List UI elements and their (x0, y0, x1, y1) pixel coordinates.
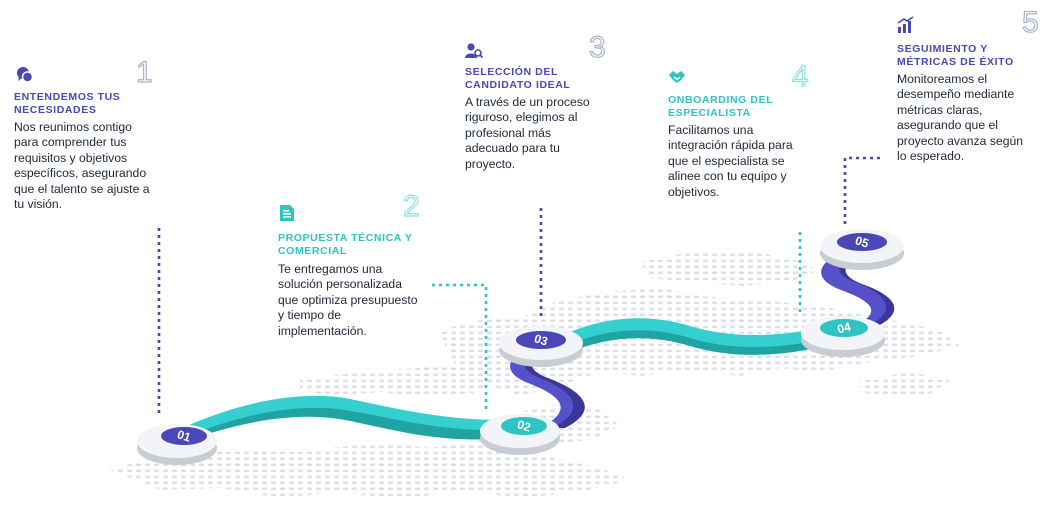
step-title: SELECCIÓN DEL CANDIDATO IDEAL (465, 66, 571, 91)
step-3: 3 SELECCIÓN DEL CANDIDATO IDEAL A través… (465, 31, 615, 175)
marker-disc-03 (499, 326, 583, 367)
step-title: ENTENDEMOS TUS NECESIDADES (14, 91, 121, 116)
document-icon (280, 205, 294, 221)
marker-disc-05 (820, 229, 904, 270)
step-2: 2 PROPUESTA TÉCNICA Y COMERCIAL Te entre… (278, 190, 428, 342)
road-ribbons (178, 248, 895, 444)
step-number: 2 (402, 190, 420, 223)
step-number: 5 (1021, 6, 1039, 39)
step-title: SEGUIMIENTO Y MÉTRICAS DE ÉXITO (897, 43, 1014, 68)
marker-disc-04 (801, 316, 885, 357)
marker-label-01: 01 (175, 427, 192, 445)
chat-bubbles-icon (17, 67, 34, 83)
user-search-icon (465, 43, 483, 59)
step-description: Nos reunimos contigo para comprender tus… (14, 120, 150, 212)
step-description: A través de un proceso riguroso, elegimo… (465, 95, 590, 171)
step-title: ONBOARDING DEL ESPECIALISTA (668, 94, 774, 119)
handshake-icon (669, 71, 685, 83)
step-5: 5 SEGUIMIENTO Y MÉTRICAS DE ÉXITO Monito… (897, 6, 1047, 170)
marker-label-03: 03 (532, 331, 549, 349)
step-number: 4 (791, 60, 809, 93)
step-number: 1 (135, 56, 153, 89)
step-description: Te entregamos una solución personalizada… (278, 262, 418, 338)
marker-label-05: 05 (853, 233, 870, 251)
connector-lines (157, 156, 880, 416)
marker-label-04: 04 (836, 320, 853, 337)
step-description: Monitoreamos el desempeño mediante métri… (897, 72, 1024, 164)
marker-label-02: 02 (515, 417, 532, 435)
step-4: 4 ONBOARDING DEL ESPECIALISTA Facilitamo… (668, 60, 818, 202)
marker-disc-02 (480, 414, 560, 455)
step-description: Facilitamos una integración rápida para … (668, 123, 793, 199)
step-1: 1 ENTENDEMOS TUS NECESIDADES Nos reunimo… (14, 56, 164, 218)
growth-chart-icon (897, 16, 914, 33)
step-title: PROPUESTA TÉCNICA Y COMERCIAL (278, 232, 413, 257)
marker-disc-01 (137, 424, 217, 465)
step-number: 3 (588, 31, 606, 64)
